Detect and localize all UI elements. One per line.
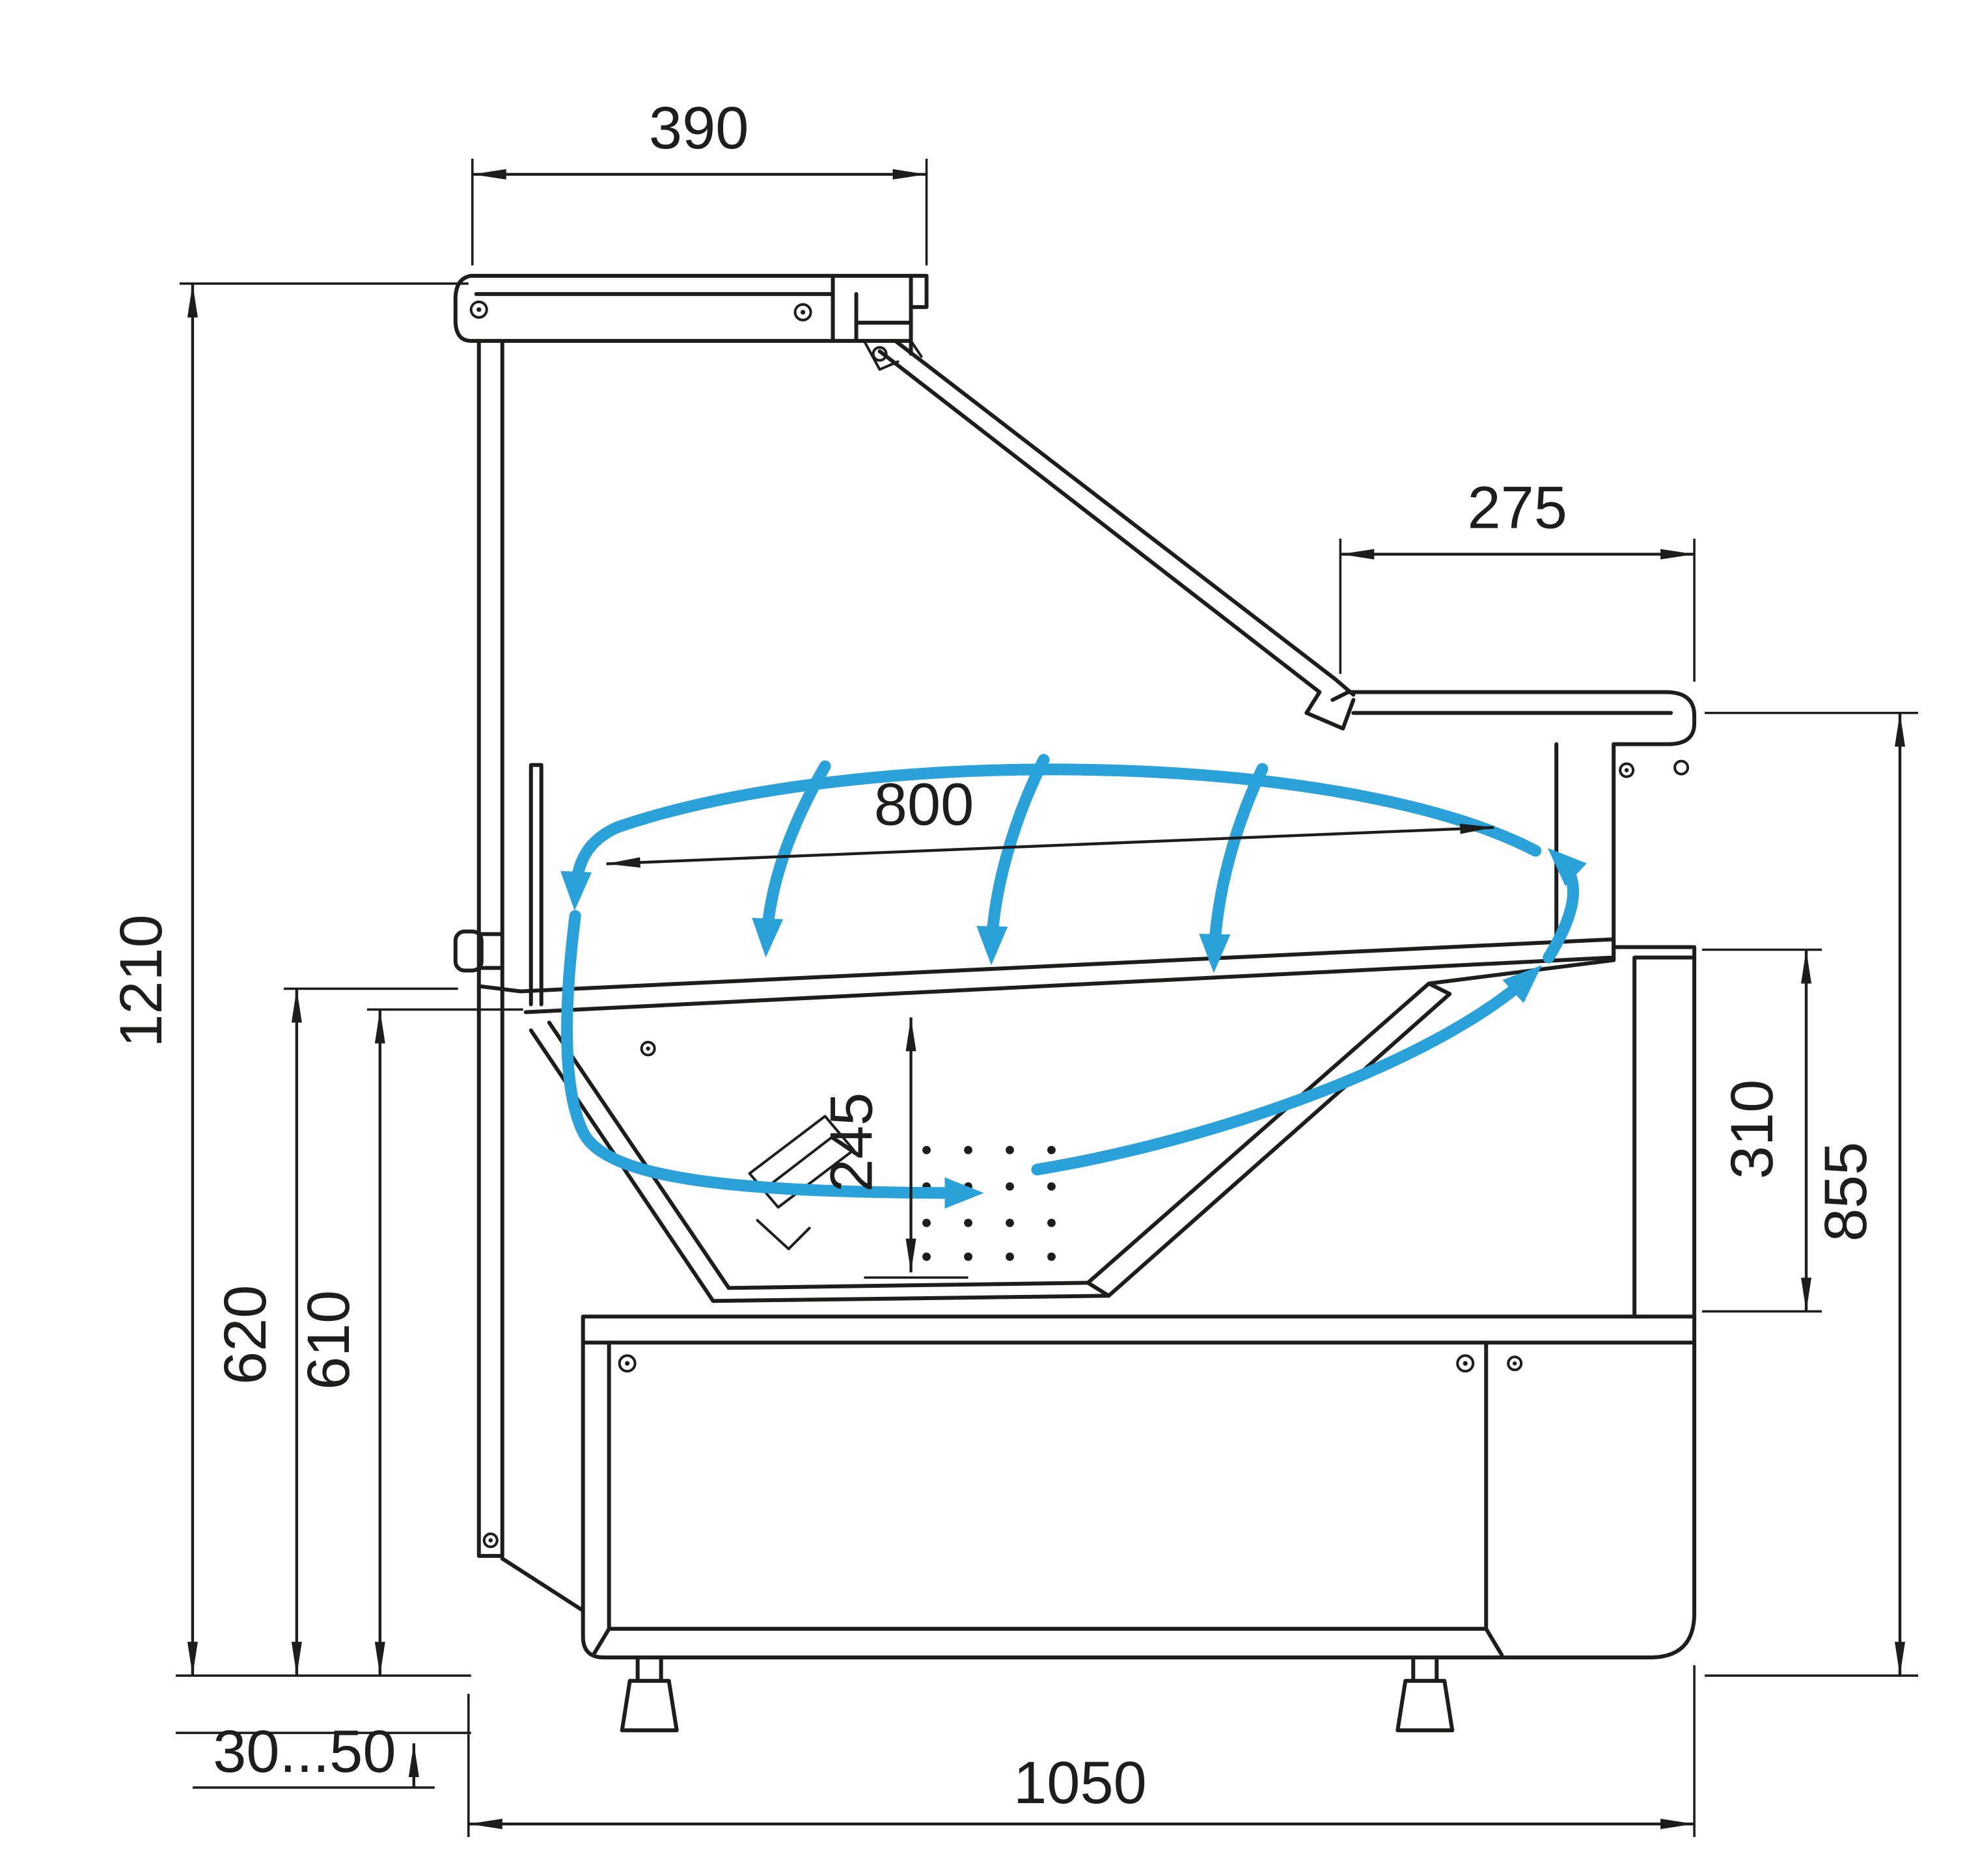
cabinet-outline	[453, 273, 1697, 1733]
foot-right	[1395, 1655, 1455, 1733]
glass-front	[877, 338, 1356, 731]
dimension-feet-range: 30...50	[175, 1674, 471, 1789]
dim-inner-800-label: 800	[874, 772, 974, 838]
airflow-right-turn	[1543, 848, 1587, 964]
dimension-height-1210: 1210	[108, 282, 469, 1676]
dimension-inner-800: 800	[606, 772, 1494, 868]
dimension-right-855: 855	[1705, 711, 1919, 1677]
dimension-back-610: 610	[295, 1008, 523, 1676]
dim-shelf-275-label: 275	[1468, 475, 1567, 541]
dim-well-245-label: 245	[819, 1093, 885, 1192]
dim-front-310-label: 310	[1719, 1080, 1785, 1179]
dimension-shelf-275: 275	[1339, 475, 1696, 682]
dim-depth-1050-label: 1050	[1013, 1750, 1147, 1816]
dim-right-855-label: 855	[1813, 1142, 1879, 1242]
dim-height-1210-label: 1210	[108, 914, 174, 1048]
screws	[469, 300, 1690, 1549]
dim-feet-range-label: 30...50	[213, 1719, 396, 1785]
dimension-back-620: 620	[212, 987, 458, 1676]
air-duct-wedge	[1086, 958, 1616, 1298]
foot-left	[620, 1655, 679, 1733]
dim-top-390-label: 390	[649, 95, 749, 161]
airflow-arrows	[560, 754, 1587, 1209]
counter-top	[1330, 690, 1697, 746]
back-panel-bracket	[453, 929, 484, 973]
display-deck	[476, 937, 1616, 1014]
right-front-panel	[1612, 945, 1697, 1319]
airflow-left-return	[561, 910, 984, 1209]
dim-back-620-label: 620	[212, 1285, 279, 1385]
base-cabinet	[581, 1314, 1697, 1660]
airflow-bottom-rise	[1031, 965, 1542, 1176]
canopy	[453, 273, 929, 356]
display-right-wall	[1554, 742, 1616, 962]
back-panel	[476, 338, 585, 1613]
drain-bracket	[748, 1115, 855, 1251]
inner-back-divider	[529, 763, 543, 1007]
dimension-front-310: 310	[1702, 948, 1822, 1313]
dimension-depth-1050: 1050	[467, 1665, 1696, 1838]
dim-back-610-label: 610	[295, 1290, 362, 1390]
airflow-drop-2	[976, 754, 1050, 966]
dimension-well-245: 245	[819, 1017, 969, 1279]
perforated-plate	[922, 1145, 1056, 1261]
dimension-top-390: 390	[471, 95, 928, 265]
airflow-drop-3	[1199, 763, 1269, 973]
airflow-top-arc	[560, 763, 1542, 911]
